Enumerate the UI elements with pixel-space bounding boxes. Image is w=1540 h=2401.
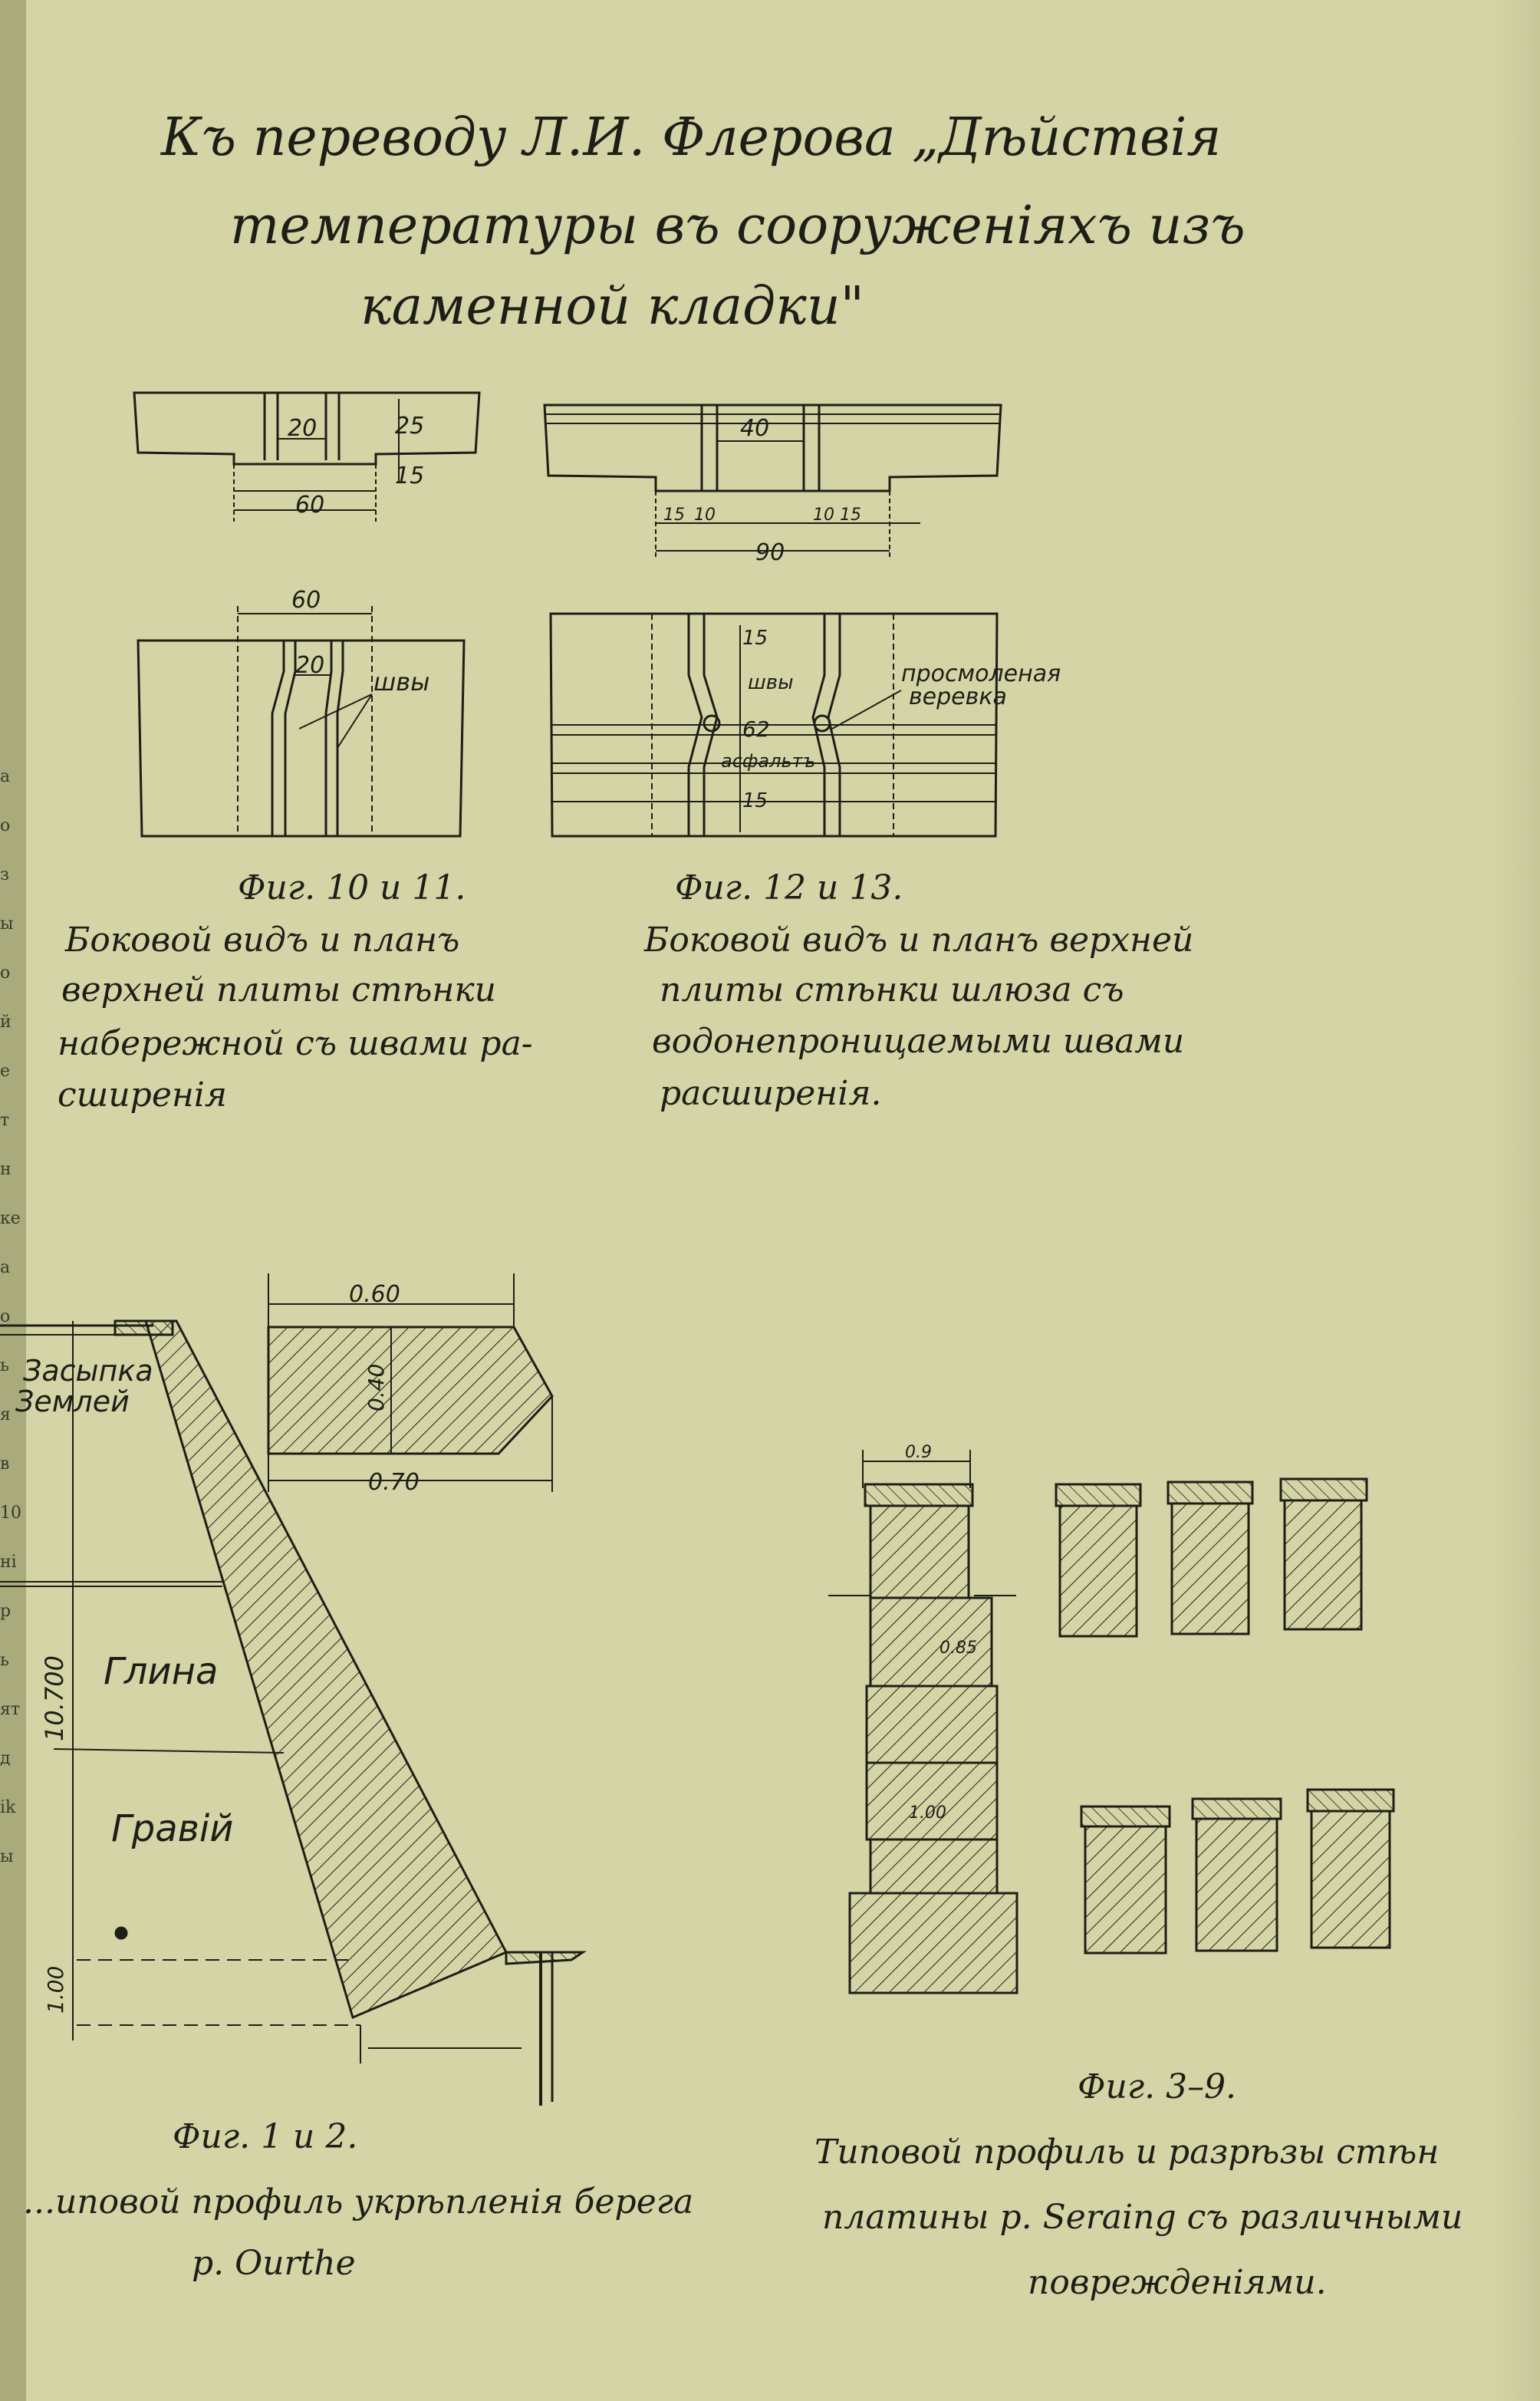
fig11-dim-width: 60: [291, 587, 321, 614]
fig13-dim-62: 62: [742, 716, 770, 742]
fig3-9-label: Фиг. 3–9.: [1078, 2067, 1237, 2106]
margin-letter: р: [0, 1602, 12, 1621]
fig1-depth: 1.00: [43, 1966, 68, 2014]
fig11-dim-gap: 20: [295, 652, 324, 679]
section-6: [1279, 1477, 1368, 1631]
fig12-dim-gap: 40: [740, 415, 769, 442]
fig10-dim-gap: 20: [288, 415, 317, 442]
section-9: [1306, 1788, 1395, 1949]
fig2-cap-section: [267, 1273, 554, 1492]
margin-letter: н: [0, 1160, 12, 1179]
fig1-height: 10.700: [40, 1655, 69, 1741]
fig1-2-label: Фиг. 1 и 2.: [173, 2117, 358, 2156]
header-line-2: температуры въ сооруженіяхъ изъ: [230, 196, 1245, 256]
margin-letter: о: [0, 963, 11, 983]
fig13-note-rope: просмоленая: [901, 660, 1061, 687]
page-binding-edge: [0, 0, 26, 2401]
margin-letter: 10: [0, 1504, 21, 1523]
fig12-dim-4: 15: [840, 506, 861, 525]
margin-letter: д: [0, 1749, 11, 1768]
fig3-9-caption-3: поврежденіями.: [1028, 2263, 1327, 2302]
section-5: [1167, 1480, 1254, 1635]
fig3-dim-mid: 0.85: [939, 1639, 977, 1658]
fig3-9-caption-1: Типовой профиль и разрѣзы стѣн: [814, 2133, 1440, 2172]
fig1-2-caption-2: р. Ourthe: [192, 2244, 356, 2283]
fig2-top-width: 0.60: [349, 1281, 400, 1308]
fig1-fill-label-1: Засыпка: [23, 1354, 153, 1388]
fig11-seam-note: швы: [373, 667, 429, 697]
fig12-13-caption-4: расширенія.: [660, 1074, 882, 1113]
margin-letter: ik: [0, 1798, 16, 1817]
fig12-side-view: [543, 403, 1002, 560]
fig1-2-caption-1: ...иповой профиль укрѣпленія берега: [23, 2182, 694, 2222]
fig13-note-rope-2: веревка: [909, 683, 1007, 710]
fig11-plan-view: [137, 606, 466, 838]
fig1-clay: Глина: [104, 1650, 218, 1693]
margin-letter: з: [0, 865, 9, 884]
fig12-dim-3: 10: [813, 506, 834, 525]
fig12-13-caption-3: водонепроницаемыми швами: [652, 1022, 1185, 1061]
margin-letter: а: [0, 767, 11, 786]
fig13-plan-view: [549, 612, 999, 838]
fig3-dim-top: 0.9: [905, 1443, 932, 1462]
section-4: [1055, 1483, 1142, 1638]
fig13-note-seams: швы: [748, 671, 794, 694]
margin-letter: ят: [0, 1700, 21, 1719]
margin-letter: ь: [0, 1651, 9, 1670]
fig2-bottom-width: 0.70: [368, 1469, 420, 1496]
fig10-11-caption-3: набережной съ швами ра-: [58, 1024, 533, 1063]
header-line-3: каменной кладки": [360, 276, 864, 337]
margin-letter: а: [0, 1258, 11, 1277]
margin-letter: ке: [0, 1209, 21, 1228]
fig10-11-caption-4: сширенія: [58, 1075, 228, 1115]
fig10-dim-step: 15: [395, 463, 424, 489]
fig10-11-caption-2: верхней плиты стѣнки: [61, 970, 496, 1009]
margin-letter: й: [0, 1013, 12, 1032]
fig10-side-view: [133, 391, 481, 522]
page-right-fold: [1494, 0, 1540, 2401]
fig12-dim-1: 15: [663, 506, 685, 525]
section-7: [1080, 1805, 1171, 1955]
margin-letter: о: [0, 816, 11, 835]
fig1-fill-label-2: Землей: [15, 1385, 130, 1418]
fig1-gravel: Гравій: [111, 1807, 233, 1850]
margin-letter: о: [0, 1307, 11, 1326]
fig10-dim-height: 25: [395, 413, 424, 440]
fig13-dim-15b: 15: [742, 789, 768, 812]
margin-letter: ы: [0, 1847, 14, 1866]
fig2-height: 0.40: [364, 1364, 389, 1411]
section-8: [1191, 1797, 1282, 1952]
header-line-1: Къ переводу Л.И. Флерова „Дѣйствія: [161, 107, 1222, 168]
margin-letter: ні: [0, 1553, 17, 1572]
margin-letter: в: [0, 1454, 10, 1474]
fig10-11-caption-1: Боковой видъ и планъ: [65, 921, 460, 960]
fig1-profile: [0, 1319, 587, 2106]
margin-letter: т: [0, 1111, 10, 1130]
fig12-dim-width: 90: [755, 539, 785, 566]
margin-letter: e: [0, 1062, 11, 1081]
fig12-dim-2: 10: [694, 506, 716, 525]
fig13-dim-15a: 15: [742, 627, 768, 650]
fig12-13-caption-2: плиты стѣнки шлюза съ: [660, 970, 1124, 1009]
fig3-dam-profile: [828, 1450, 1018, 1994]
fig3-dim-bot: 1.00: [909, 1803, 946, 1823]
margin-letter: ы: [0, 914, 14, 934]
margin-letter: я: [0, 1405, 11, 1424]
fig10-dim-width: 60: [295, 492, 324, 519]
fig13-note-asphalt: асфальтъ: [721, 750, 816, 772]
fig4-9-sections: [1055, 1477, 1395, 1955]
fig10-11-label: Фиг. 10 и 11.: [238, 868, 466, 907]
margin-letters: а о з ы о й e т н ке а о ь я в 10 ні р ь ят д ik ы: [0, 767, 21, 2225]
fig12-13-caption-1: Боковой видъ и планъ верхней: [644, 921, 1194, 960]
fig3-9-caption-2: платины р. Sеraing съ различными: [822, 2198, 1463, 2237]
fig12-13-label: Фиг. 12 и 13.: [675, 868, 903, 907]
margin-letter: ь: [0, 1356, 9, 1375]
